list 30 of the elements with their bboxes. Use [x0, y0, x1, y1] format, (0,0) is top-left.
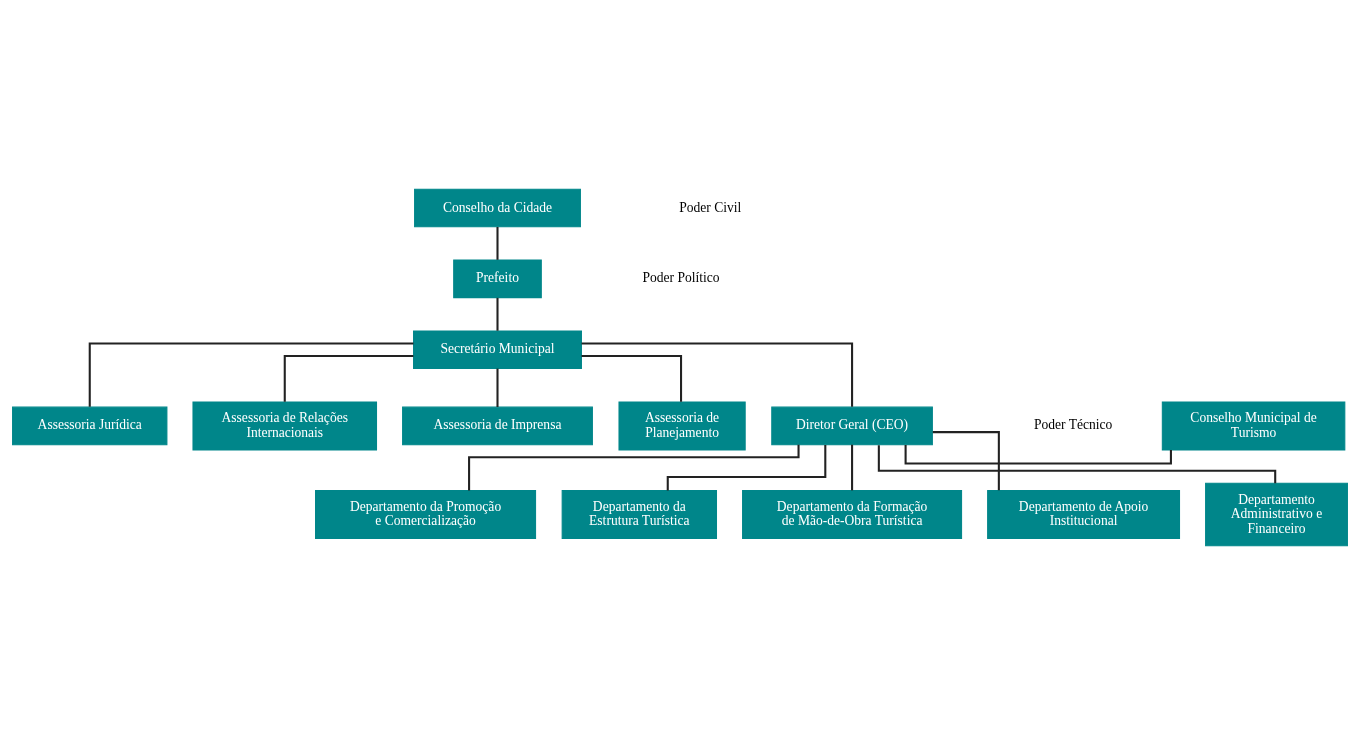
node-box: Secretário Municipal: [413, 330, 582, 369]
node-box: Conselho Municipal de Turismo: [1161, 400, 1346, 450]
connector: [496, 368, 499, 407]
label: Poder Político: [642, 269, 720, 285]
node-box: Departamento da Promoção e Comercialização: [315, 489, 537, 539]
node-box: Conselho da Cidade: [414, 188, 581, 227]
connector: [666, 444, 827, 491]
connector: [468, 444, 800, 491]
node-box: Departamento da Formação de Mão-de-Obra Turística: [742, 489, 963, 539]
connector: [581, 354, 683, 402]
node-box: Departamento de Apoio Institucional: [987, 489, 1181, 539]
connector: [88, 341, 414, 407]
connector: [877, 444, 1277, 483]
node-box: Assessoria de Planejamento: [618, 400, 746, 450]
node-box: Assessoria de Relações Internacionais: [192, 400, 378, 450]
connector: [581, 341, 854, 407]
connector: [932, 430, 1000, 490]
label: Poder Técnico: [1033, 416, 1113, 432]
node-box: Departamento Administrativo e Financeiro: [1205, 482, 1348, 546]
connector: [496, 226, 499, 260]
node-box: Assessoria de Imprensa: [402, 406, 593, 445]
connector: [496, 297, 499, 331]
node-box: Departamento da Estrutura Turística: [561, 489, 717, 539]
node-box: Diretor Geral (CEO): [771, 406, 933, 445]
node-box: Prefeito: [453, 259, 542, 298]
connector: [851, 444, 854, 490]
connector: [904, 444, 1172, 464]
label: Poder Civil: [679, 198, 742, 214]
connector: [283, 354, 414, 402]
node-box: Assessoria Jurídica: [12, 406, 168, 445]
